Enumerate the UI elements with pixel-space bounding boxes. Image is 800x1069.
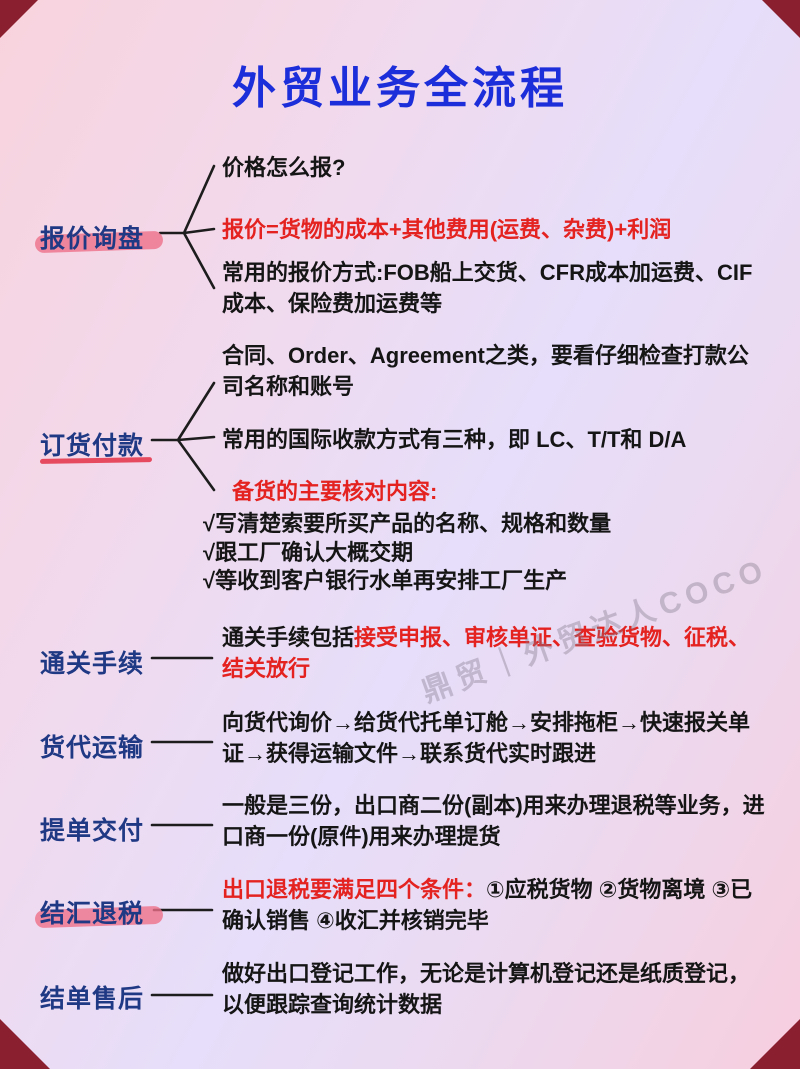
label-bl-delivery: 提单交付 [40,817,145,845]
label-quote-inquiry: 报价询盘 [40,225,145,253]
item-stock-check-header: 备货的主要核对内容: [232,479,438,504]
item-export-registration: 做好出口登记工作，无论是计算机登记还是纸质登记，以便跟踪查询统计数据 [222,961,751,1017]
label-customs-clearance: 通关手续 [40,650,145,678]
check-item-bank-slip: √等收到客户银行水单再安排工厂生产 [203,568,568,593]
corner-triangle-bottom-left [0,1019,50,1069]
check-item-product-details: √写清楚索要所买产品的名称、规格和数量 [203,511,612,536]
item-customs-process: 通关手续包括接受申报、审核单证、查验货物、征税、结关放行 [222,622,770,684]
item-quote-methods: 常用的报价方式:FOB船上交货、CFR成本加运费、CIF 成本、保险费加运费等 [222,260,753,316]
customs-process-steps: 接受申报、审核单证、查验货物、征税、结关放行 [222,625,751,681]
page-title: 外贸业务全流程 [232,64,568,113]
item-payment-methods: 常用的国际收款方式有三种，即 LC、T/T和 D/A [222,427,687,452]
label-closing-after-sales: 结单售后 [40,985,145,1013]
corner-triangle-top-left [0,0,38,38]
item-quote-formula: 报价=货物的成本+其他费用(运费、杂费)+利润 [222,217,672,242]
item-bill-of-lading: 一般是三份，出口商二份(副本)用来办理退税等业务，进口商一份(原件)用来办理提货 [222,793,765,849]
corner-triangle-top-right [762,0,800,38]
item-tax-refund-conditions: 出口退税要满足四个条件：①应税货物 ②货物离境 ③已确认销售 ④收汇并核销完毕 [222,874,770,936]
corner-triangle-bottom-right [750,1019,800,1069]
tax-refund-lead-in: 出口退税要满足四个条件： [222,877,487,902]
item-price-question: 价格怎么报? [222,155,346,180]
check-item-factory-leadtime: √跟工厂确认大概交期 [203,540,414,565]
connector-section-1 [158,164,216,290]
item-contract-check: 合同、Order、Agreement之类，要看仔细检查打款公司名称和账号 [222,343,749,399]
label-freight-transport: 货代运输 [40,734,145,762]
tax-refund-conditions-list: ①应税货物 ②货物离境 ③已确认销售 ④收汇并核销完毕 [222,877,753,933]
label-settlement-tax-refund: 结汇退税 [40,900,145,928]
connector-section-2 [150,381,216,492]
item-freight-forwarding: 向货代询价→给货代托单订舱→安排拖柜→快速报关单证→获得运输文件→联系货代实时跟… [222,710,751,766]
customs-process-prefix: 通关手续包括 [222,625,355,650]
label-order-payment: 订货付款 [40,432,145,460]
